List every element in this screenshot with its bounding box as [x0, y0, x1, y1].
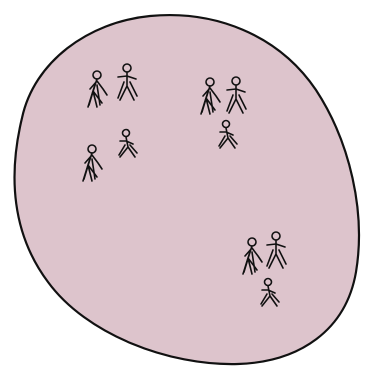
enclosure-region	[15, 15, 359, 364]
